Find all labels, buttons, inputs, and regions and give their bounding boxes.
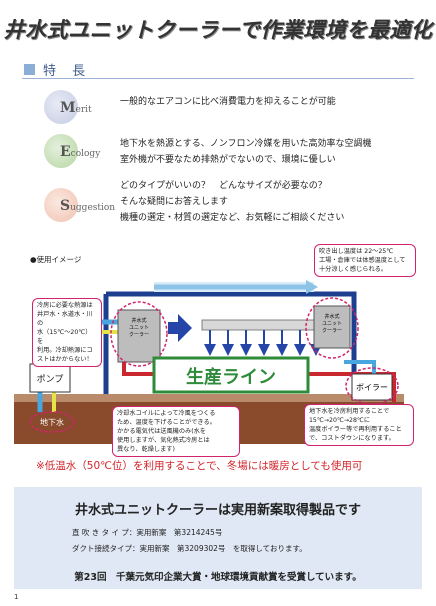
feature-merit: Merit 一般的なエアコンに比べ消費電力を抑えることが可能 bbox=[0, 90, 436, 124]
cool-air-arrow bbox=[168, 314, 192, 342]
boiler-label: ボイラー bbox=[356, 383, 388, 392]
section-divider bbox=[22, 78, 414, 79]
boiler-box bbox=[351, 373, 393, 401]
ecology-line-1: 地下水を熱源とする、ノンフロン冷媒を用いた高効率な空調機 bbox=[120, 139, 372, 149]
feature-ecology: Ecology 地下水を熱源とする、ノンフロン冷媒を用いた高効率な空調機 室外機… bbox=[0, 132, 436, 172]
title-bar: 井水式ユニットクーラーで作業環境を最適化 bbox=[0, 8, 436, 50]
suggestion-text: どのタイプがいいの？ どんなサイズが必要なの？ そんな疑問にお答えします 機種の… bbox=[120, 178, 344, 226]
unit-cooler-right bbox=[313, 305, 351, 349]
groundwater-label: 地下水 bbox=[40, 417, 64, 427]
callout-top-right: 吹き出し温度は 22～25℃ 工場・倉庫では体感温度として 十分涼しく感じられる… bbox=[314, 244, 416, 277]
merit-badge: Merit bbox=[44, 90, 154, 126]
ecology-badge: Ecology bbox=[44, 134, 154, 170]
unit-left-ring bbox=[110, 301, 168, 367]
patent-box: 井水式ユニットクーラーは実用新案取得製品です 直 吹 き タ イ プ：実用新案 … bbox=[14, 487, 422, 589]
patent-line-1: 直 吹 き タ イ プ：実用新案 第3214245号 bbox=[72, 528, 223, 537]
airflow-arrow-head bbox=[306, 280, 318, 294]
section-label: 特 長 bbox=[43, 64, 92, 79]
duct bbox=[201, 319, 321, 331]
merit-word: Merit bbox=[60, 100, 92, 116]
page-title: 井水式ユニットクーラーで作業環境を最適化 bbox=[3, 18, 433, 42]
ecology-text: 地下水を熱源とする、ノンフロン冷媒を用いた高効率な空調機 室外機が不要なため排熱… bbox=[120, 136, 371, 168]
unit-cooler-left bbox=[117, 309, 161, 363]
merit-circle-icon bbox=[44, 90, 78, 124]
ecology-word: Ecology bbox=[60, 144, 101, 160]
suggestion-badge: Suggestion bbox=[44, 188, 154, 224]
page-number: 1 bbox=[14, 593, 19, 601]
unit-right-label-1: 井水式 bbox=[324, 313, 339, 320]
groundwater-ring bbox=[29, 411, 75, 433]
suggestion-word: Suggestion bbox=[60, 198, 116, 214]
callout-bottom-right: 地下水を冷房利用することで 15℃→20℃→28℃に 温度ボイラー等で再利用する… bbox=[304, 404, 414, 446]
production-line-label: 生産ライン bbox=[186, 366, 276, 388]
diagram-label: ●使用イメージ bbox=[30, 255, 82, 264]
callout-bottom-mid: 冷却水コイルによって冷風をつくる ため、温度を下げることができる。 かかる電気代… bbox=[112, 406, 240, 457]
down-arrows bbox=[204, 330, 322, 356]
suggestion-line-3: 機種の選定・材質の選定など、お気軽にご相談ください bbox=[120, 213, 345, 223]
winter-note: ※低温水（50℃位）を利用することで、冬場には暖房としても使用可 bbox=[36, 460, 363, 472]
boiler-ring bbox=[345, 367, 399, 405]
award-text: 第23回 千葉元気印企業大賞・地球環境貢献賞を受賞しています。 bbox=[74, 572, 362, 583]
suggestion-line-1: どのタイプがいいの？ どんなサイズが必要なの？ bbox=[120, 181, 327, 191]
patent-title: 井水式ユニットクーラーは実用新案取得製品です bbox=[74, 503, 361, 518]
merit-text: 一般的なエアコンに比べ消費電力を抑えることが可能 bbox=[120, 94, 336, 110]
merit-line-1: 一般的なエアコンに比べ消費電力を抑えることが可能 bbox=[120, 97, 336, 107]
feature-suggestion: Suggestion どのタイプがいいの？ どんなサイズが必要なの？ そんな疑問… bbox=[0, 178, 436, 234]
unit-right-ring bbox=[305, 297, 359, 359]
suggestion-line-2: そんな疑問にお答えします bbox=[120, 197, 229, 207]
pump-label: ポンプ bbox=[37, 374, 64, 385]
section-heading: 特 長 bbox=[24, 60, 91, 79]
unit-left-label-1: 井水式 bbox=[131, 317, 146, 324]
ecology-circle-icon bbox=[44, 134, 78, 168]
section-square-icon bbox=[24, 64, 35, 75]
ecology-line-2: 室外機が不要なため排熱がでないので、環境に優しい bbox=[120, 155, 336, 165]
pump-box bbox=[29, 363, 71, 393]
unit-right-label-2: ユニット bbox=[322, 321, 342, 327]
production-line-box bbox=[152, 356, 310, 394]
callout-left: 冷房に必要な熱源は 井戸水・水道水・川の 水（15℃～20℃）を 利用。冷却熱源… bbox=[32, 298, 102, 367]
patent-line-2: ダクト接続タイプ：実用新案 第3209302号 を取得しております。 bbox=[72, 544, 307, 553]
floor-layer bbox=[14, 394, 404, 402]
unit-left-label-2: ユニット bbox=[129, 325, 149, 331]
unit-right-label-3: クーラー bbox=[322, 328, 342, 334]
suggestion-circle-icon bbox=[44, 188, 78, 222]
unit-left-label-3: クーラー bbox=[129, 332, 149, 338]
